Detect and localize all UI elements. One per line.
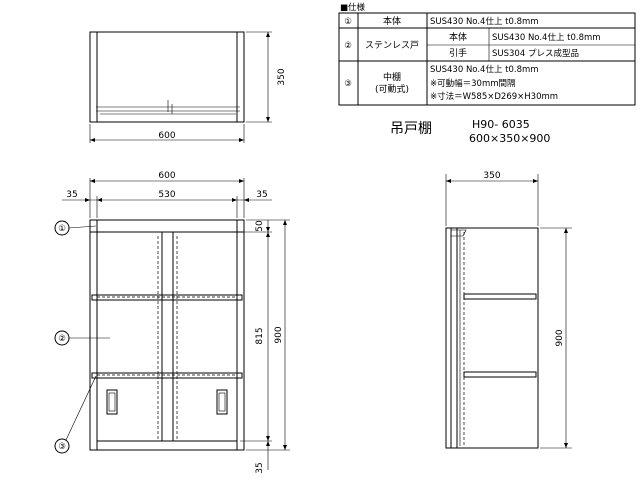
right-door-handle — [216, 389, 228, 415]
top-view: 600 350 — [89, 31, 287, 143]
callout-2: ② — [54, 330, 110, 346]
side-depth-label: 350 — [483, 171, 500, 181]
front-top-offset-label: 50 — [255, 220, 265, 232]
callout-3: ③ — [54, 375, 97, 454]
spec-row2-sub1-material: SUS430 No.4仕上 t0.8mm — [492, 32, 601, 43]
product-name: 吊戸棚 — [390, 121, 432, 137]
spec-row2-num: ② — [344, 41, 352, 51]
front-inner-width-label: 530 — [158, 190, 175, 200]
front-inner-height-label: 815 — [255, 327, 265, 344]
spec-row3-line1: SUS430 No.4仕上 t0.8mm — [430, 64, 539, 75]
top-view-depth-label: 350 — [277, 68, 287, 85]
front-overall-height-label: 900 — [274, 326, 284, 343]
front-side-right-label: 35 — [256, 190, 267, 200]
front-side-left-label: 35 — [66, 190, 77, 200]
spec-row2-part: ステンレス戸 — [365, 40, 419, 51]
front-bottom-offset-label: 35 — [255, 462, 265, 473]
top-view-width-label: 600 — [158, 131, 175, 141]
side-view: 350 900 — [445, 171, 572, 449]
spec-row1-num: ① — [344, 17, 352, 27]
product-title: 吊戸棚 H90- 6035 600×350×900 — [390, 118, 550, 145]
spec-row3-line2: ※可動幅＝30mm間隔 — [430, 78, 516, 89]
callout-1-label: ① — [58, 224, 66, 234]
product-size: 600×350×900 — [469, 132, 550, 145]
spec-row3-line3: ※寸法＝W585×D269×H30mm — [430, 91, 558, 102]
spec-heading: ■仕様 — [340, 2, 366, 13]
callout-3-label: ③ — [58, 442, 66, 452]
product-model: H90- 6035 — [472, 118, 530, 131]
spec-table: ■仕様 ① 本体 SUS430 No.4仕上 t0.8mm ② ステンレス戸 本… — [338, 2, 636, 106]
spec-row3-num: ③ — [344, 79, 352, 89]
side-height-label: 900 — [555, 329, 565, 346]
spec-row1-material: SUS430 No.4仕上 t0.8mm — [430, 16, 539, 27]
spec-row1-part: 本体 — [383, 15, 401, 27]
left-door-handle — [106, 389, 118, 415]
spec-row2-sub2-label: 引手 — [449, 47, 467, 59]
front-view: ① ② ③ 600 35 530 35 — [54, 171, 290, 474]
front-width-label: 600 — [158, 171, 175, 181]
spec-row3-part-line1: 中棚 — [383, 71, 401, 83]
spec-row2-sub1-label: 本体 — [449, 31, 467, 43]
spec-row2-sub2-material: SUS304 プレス成型品 — [492, 48, 579, 59]
callout-1: ① — [54, 220, 97, 236]
callout-2-label: ② — [58, 334, 66, 344]
spec-row3-part-line2: (可動式) — [375, 83, 409, 95]
